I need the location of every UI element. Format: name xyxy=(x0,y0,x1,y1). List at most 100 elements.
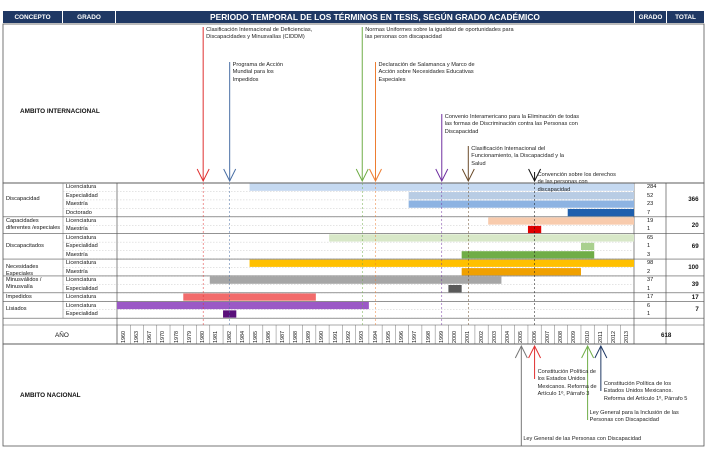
row-grado-label: Licenciatura xyxy=(66,277,97,284)
bar-discapacitados-licenciatura xyxy=(329,234,634,242)
intl-event-arrowhead xyxy=(435,168,449,183)
bar-impedidos-licenciatura xyxy=(183,293,316,301)
natl-event-label: Constitución Política de los Estados Uni… xyxy=(603,381,688,402)
concept-label: Capacidades diferentes /especiales xyxy=(6,218,61,231)
year-tick-label: 1994 xyxy=(372,331,379,343)
year-tick-label: 2010 xyxy=(584,331,591,343)
year-tick-label: 1992 xyxy=(345,331,352,343)
concept-total: 39 xyxy=(691,280,699,288)
year-tick-label: 1988 xyxy=(292,331,299,343)
year-tick-label: 2006 xyxy=(531,331,538,343)
concept-total: 69 xyxy=(691,242,699,250)
intl-event-label: Convención sobre los derechos de las per… xyxy=(537,172,616,193)
row-grado-label: Maestría xyxy=(66,251,88,258)
concept-total: 100 xyxy=(688,264,699,271)
row-count: 19 xyxy=(647,218,654,224)
year-tick-label: 1985 xyxy=(253,331,260,343)
natl-event-arrowhead xyxy=(594,344,608,359)
bar-necesidades-maestría xyxy=(461,268,581,276)
intl-event-arrowhead xyxy=(223,168,237,183)
bar-capacidades-licenciatura xyxy=(488,217,634,225)
year-tick-label: 1993 xyxy=(359,331,366,343)
row-grado-label: Especialidad xyxy=(66,310,98,317)
grand-total: 618 xyxy=(661,332,672,339)
row-count: 17 xyxy=(647,294,654,301)
concept-label: Discapacitados xyxy=(6,242,44,249)
header-total: TOTAL xyxy=(667,11,704,23)
header-grado-right: GRADO xyxy=(635,11,666,23)
year-tick-label: 1987 xyxy=(279,331,286,343)
bar-discapacidad-doctorado xyxy=(567,208,634,217)
year-tick-label: 1963 xyxy=(133,331,140,343)
year-tick-label: 2013 xyxy=(624,331,631,343)
year-tick-label: 2005 xyxy=(518,331,525,343)
year-tick-label: 2002 xyxy=(478,331,485,343)
row-grado-label: Especialidad xyxy=(66,243,98,250)
row-count: 65 xyxy=(647,234,654,241)
year-tick-label: 1984 xyxy=(239,331,246,343)
concept-total: 7 xyxy=(695,306,699,314)
year-tick-label: 2011 xyxy=(597,331,604,343)
concept-label: Minusválidos / Minusvalía xyxy=(6,277,42,290)
year-tick-label: 2008 xyxy=(558,331,565,343)
intl-event-arrowhead xyxy=(528,168,542,183)
row-count: 52 xyxy=(647,192,654,199)
bar-capacidades-maestría xyxy=(527,225,542,234)
row-count: 23 xyxy=(647,201,654,208)
row-grado-label: Maestría xyxy=(66,226,88,233)
row-grado-label: Maestría xyxy=(66,268,88,275)
bar-discapacitados-especialidad xyxy=(580,242,595,250)
natl-event-arrowhead xyxy=(528,344,542,359)
row-count: 1 xyxy=(647,226,651,233)
year-tick-label: 1995 xyxy=(385,331,392,343)
natl-event-label: Ley General de las Personas con Discapac… xyxy=(523,436,642,442)
year-tick-label: 1986 xyxy=(266,331,273,343)
row-grado-label: Licenciatura xyxy=(66,184,97,191)
intl-event-label: Programa de Acción Mundial para los Impe… xyxy=(232,62,284,83)
year-tick-label: 1996 xyxy=(399,331,405,343)
year-tick-label: 2001 xyxy=(465,331,472,343)
concept-total: 366 xyxy=(688,196,699,204)
year-tick-label: 1981 xyxy=(213,331,220,343)
year-tick-label: 1989 xyxy=(306,331,313,343)
year-tick-label: 1982 xyxy=(226,331,233,343)
row-grado-label: Licenciatura xyxy=(66,218,97,224)
intl-event-arrowhead xyxy=(196,168,210,183)
row-count: 37 xyxy=(647,277,654,284)
year-tick-label: 1960 xyxy=(120,331,127,343)
row-grado-label: Especialidad xyxy=(66,192,98,199)
intl-event-label: Declaración de Salamanca y Marco de Acci… xyxy=(378,62,475,83)
year-tick-label: 2003 xyxy=(491,331,498,343)
year-tick-label: 1978 xyxy=(173,331,180,343)
bar-discapacidad-especialidad xyxy=(408,192,634,200)
row-count: 1 xyxy=(647,243,651,250)
year-tick-label: 2009 xyxy=(571,331,578,343)
year-tick-label: 1991 xyxy=(332,331,339,343)
row-count: 98 xyxy=(647,260,654,267)
year-tick-label: 1967 xyxy=(147,331,154,343)
row-count: 3 xyxy=(647,251,651,258)
intl-event-arrowhead xyxy=(355,168,369,183)
bar-discapacidad-maestría xyxy=(408,200,634,208)
bar-discapacitados-maestría xyxy=(461,251,595,259)
chart-title: PERIODO TEMPORAL DE LOS TÉRMINOS EN TESI… xyxy=(116,11,634,23)
header-grado: GRADO xyxy=(63,11,115,23)
bar-lisiados-especialidad xyxy=(223,310,237,318)
header-concepto: CONCEPTO xyxy=(3,11,62,23)
year-tick-label: 1998 xyxy=(425,331,432,343)
year-tick-label: 1997 xyxy=(412,331,419,343)
bar-minusválidos-especialidad xyxy=(448,285,462,293)
natl-event-arrowhead xyxy=(514,344,528,359)
row-grado-label: Doctorado xyxy=(66,209,92,216)
row-count: 284 xyxy=(647,184,657,191)
row-count: 7 xyxy=(647,209,651,216)
year-tick-label: 1970 xyxy=(160,331,167,343)
intl-event-label: Convenio Interamericano para la Eliminac… xyxy=(444,114,580,135)
intl-event-label: Clasificación Internacional del Funciona… xyxy=(471,146,564,167)
bar-lisiados-licenciatura xyxy=(117,301,369,310)
data-table-frame xyxy=(2,182,705,345)
concept-label: Discapacidad xyxy=(6,196,40,203)
